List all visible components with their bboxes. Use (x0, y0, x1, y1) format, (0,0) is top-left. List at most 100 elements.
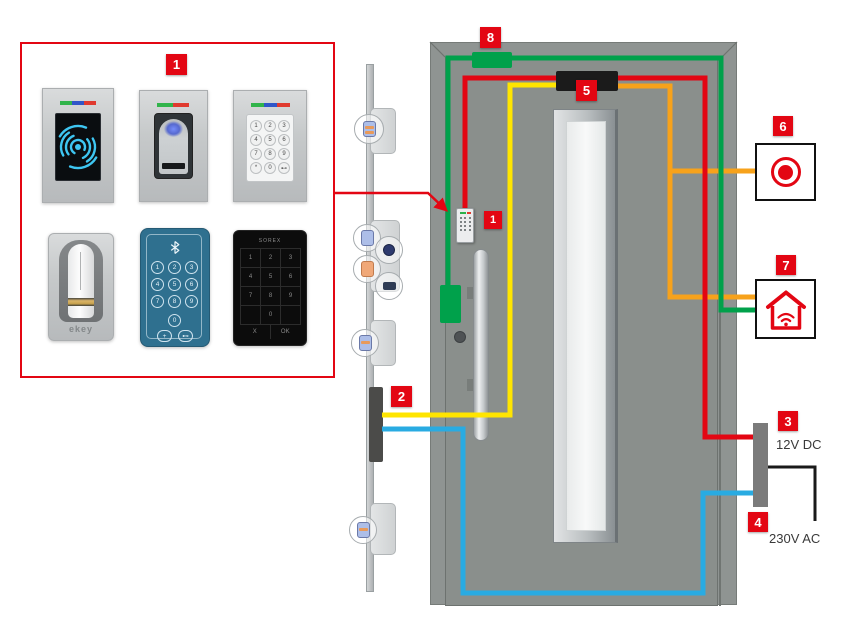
mains-voltage-label: 230V AC (769, 531, 821, 546)
key-2: 2 (261, 248, 281, 267)
guide-line (80, 252, 81, 290)
finger-scanner: ekey (48, 233, 114, 341)
psu-voltage-label: 12V DC (776, 437, 822, 452)
key-0: 0 (261, 305, 281, 324)
key-empty (281, 305, 301, 324)
key-9: 9 (281, 286, 301, 305)
key-bell: + (157, 330, 172, 342)
door-window-frame (553, 109, 618, 543)
finger-guide (68, 244, 94, 318)
rfid-reader (42, 88, 114, 203)
rfid-waves-icon (56, 124, 100, 170)
fingerprint-sensor (154, 113, 193, 179)
key-4: 4 (250, 134, 262, 146)
keypad-led-green (460, 212, 466, 214)
key-3: 3 (278, 120, 290, 132)
key-6: 6 (281, 267, 301, 286)
key-empty (241, 305, 261, 324)
key-star: * (250, 162, 262, 174)
fingerprint-reader (139, 90, 208, 202)
door-window-glass (566, 121, 606, 531)
bluetooth-icon (170, 241, 180, 254)
latch-highlight (353, 255, 381, 283)
latch-bolt (362, 121, 376, 137)
sensor-glow (164, 121, 183, 137)
key-9: 9 (185, 295, 198, 308)
lock-cable-duct (369, 387, 383, 462)
badge-lock-cable: 2 (391, 386, 412, 407)
led-indicator (60, 101, 96, 105)
key-0: 0 (264, 162, 276, 174)
multipoint-lock (349, 64, 403, 594)
key-6: 6 (185, 278, 198, 291)
sensor-arch (159, 119, 188, 174)
key-2: 2 (168, 261, 181, 274)
latch-bolt-orange (360, 261, 374, 277)
latch-highlight (349, 516, 377, 544)
keypad-bluetooth: 1 2 3 4 5 6 7 8 9 0 + ⊷ (140, 228, 210, 347)
key-unlock-icon: ⊷ (278, 162, 290, 174)
latch-highlight (351, 329, 379, 357)
door-contact-module (472, 52, 512, 68)
badge-top-module: 5 (576, 80, 597, 101)
key-5: 5 (264, 134, 276, 146)
key-3: 3 (185, 261, 198, 274)
latch-highlight (375, 272, 403, 300)
key-3: 3 (281, 248, 301, 267)
deadbolt (382, 282, 396, 290)
key-cancel: X (240, 325, 271, 339)
power-supply-unit (753, 423, 768, 507)
house-wifi-icon (765, 290, 806, 330)
led-indicator (251, 103, 290, 107)
record-button-icon (770, 157, 801, 187)
scanner-recess (59, 240, 103, 322)
smart-home-box (755, 279, 816, 339)
key-5: 5 (168, 278, 181, 291)
keypad-silver: 1 2 3 4 5 6 7 8 9 * 0 ⊷ (233, 90, 307, 202)
wire-mains-230v (766, 465, 817, 521)
badge-exit-button: 6 (773, 116, 793, 136)
badge-devices-box: 1 (166, 54, 187, 75)
key-9: 9 (278, 148, 290, 160)
panel-outline (146, 234, 202, 339)
latch-highlight (354, 114, 384, 144)
latch-bolt (356, 522, 370, 538)
key-4: 4 (241, 267, 261, 286)
door-leaf-gap-right (719, 57, 721, 606)
key-6: 6 (278, 134, 290, 146)
key-7: 7 (241, 286, 261, 305)
keypad-led-red (467, 212, 471, 214)
keypad-black: SOREX 1 2 3 4 5 6 7 8 9 0 X OK (233, 230, 307, 346)
latch-bolt (358, 335, 372, 351)
key-2: 2 (264, 120, 276, 132)
latch-highlight (375, 236, 403, 264)
key-ok: OK (280, 329, 290, 335)
badge-smart-home: 7 (776, 255, 796, 275)
motor-lock-module (440, 285, 461, 323)
brand-label: SOREX (258, 238, 282, 244)
key-1: 1 (151, 261, 164, 274)
key-8: 8 (168, 295, 181, 308)
badge-mains: 4 (748, 512, 768, 532)
key-8: 8 (264, 148, 276, 160)
lock-gear (383, 244, 395, 256)
key-1: 1 (250, 120, 262, 132)
sensor-slot (162, 163, 185, 169)
key-0: 0 (168, 314, 181, 327)
door-frame (430, 42, 737, 606)
door-handle (473, 249, 489, 441)
latch-bolt (360, 230, 374, 246)
key-unlock-icon: ⊷ (178, 330, 193, 342)
brand-label: ekey (68, 324, 94, 334)
exit-button-box (755, 143, 816, 201)
badge-door-contact: 8 (480, 27, 501, 48)
key-8: 8 (261, 286, 281, 305)
led-indicator (157, 103, 189, 107)
scanner-sensor-bar (68, 298, 94, 306)
door-keypad (456, 208, 474, 243)
badge-door-keypad: 1 (484, 211, 502, 229)
key-5: 5 (261, 267, 281, 286)
key-4: 4 (151, 278, 164, 291)
lock-cylinder (454, 331, 466, 343)
